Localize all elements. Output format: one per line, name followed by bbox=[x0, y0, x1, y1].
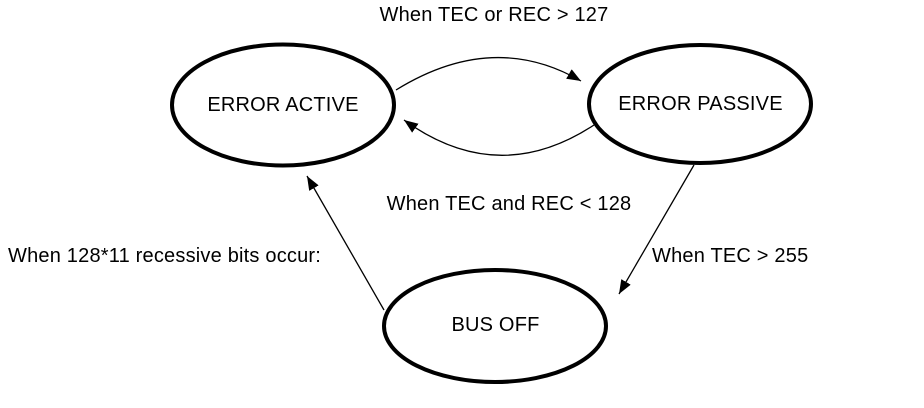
arrow-active-to-passive bbox=[395, 56, 582, 91]
arrow-bus-off-to-active bbox=[306, 175, 385, 311]
state-ellipse-bus-off bbox=[382, 268, 608, 384]
arrow-passive-to-bus-off bbox=[618, 164, 695, 295]
state-label-error-active: ERROR ACTIVE bbox=[207, 93, 359, 116]
transition-label-active-to-passive: When TEC or REC > 127 bbox=[379, 4, 609, 26]
arrow-passive-to-active bbox=[403, 119, 595, 156]
transition-label-passive-to-active: When TEC and REC < 128 bbox=[386, 193, 632, 215]
state-label-bus-off: BUS OFF bbox=[451, 314, 540, 336]
state-label-error-passive: ERROR PASSIVE bbox=[618, 92, 783, 115]
state-ellipse-error-passive bbox=[587, 43, 813, 165]
transition-label-passive-to-bus-off: When TEC > 255 bbox=[652, 245, 809, 267]
transition-label-bus-off-to-active: When 128*11 recessive bits occur: bbox=[8, 245, 322, 267]
state-ellipse-error-active bbox=[170, 42, 396, 168]
